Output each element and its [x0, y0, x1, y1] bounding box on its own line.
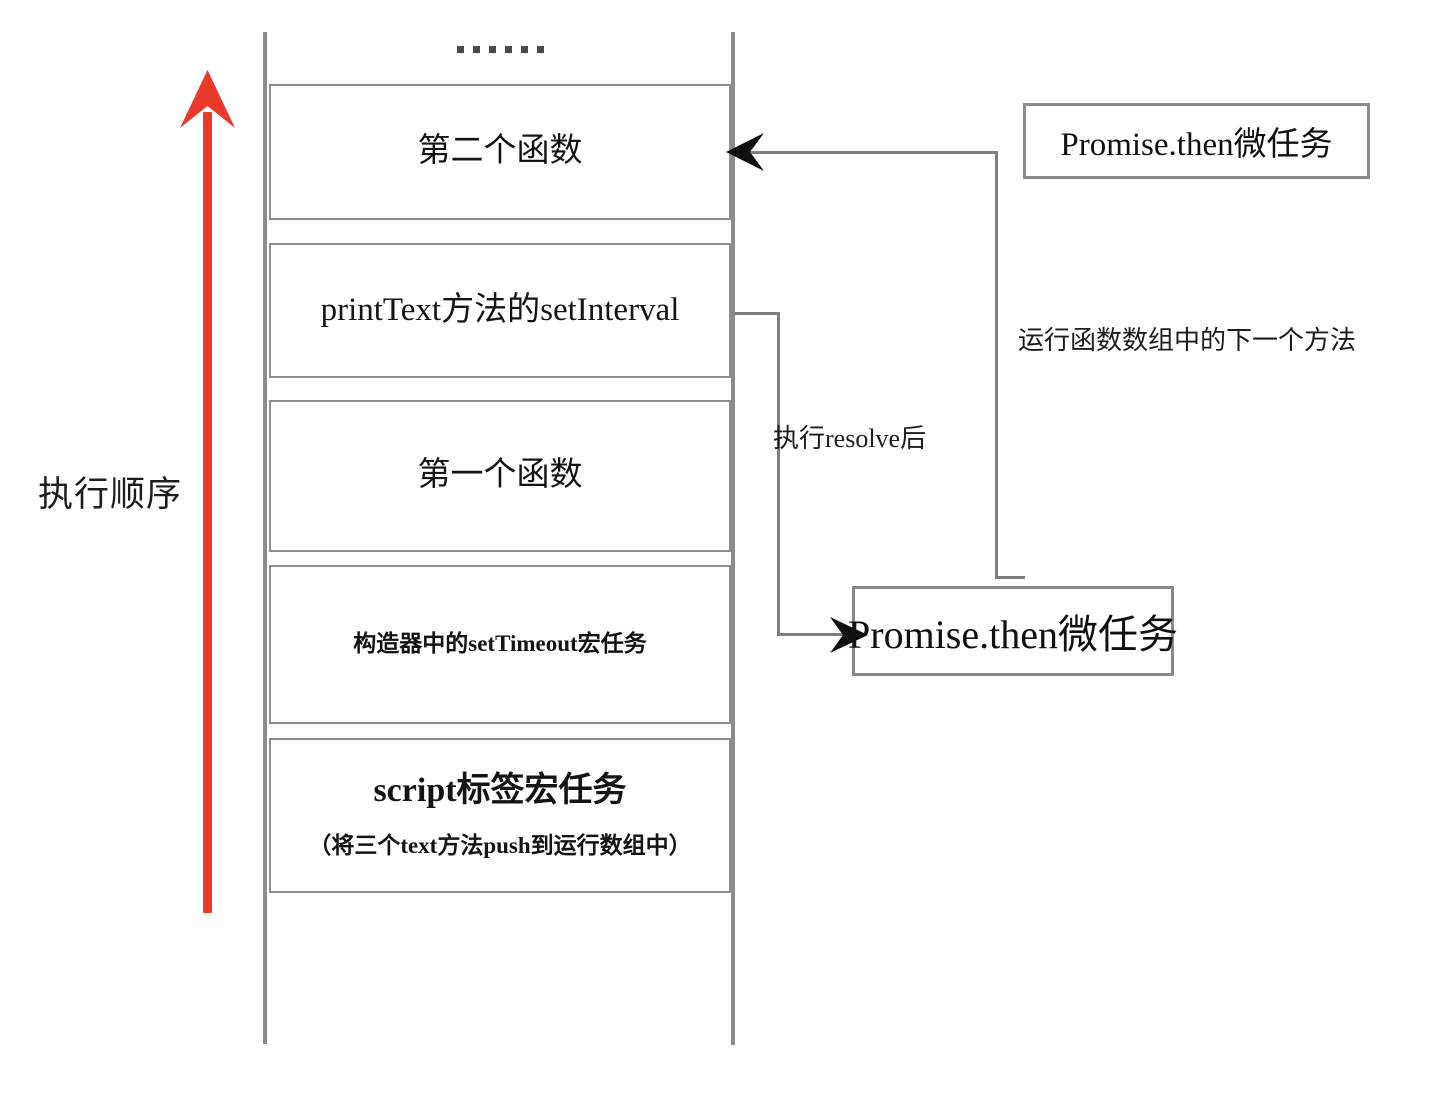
promise-then-microtask-box-top: Promise.then微任务: [1023, 103, 1370, 179]
connector-bottom-vertical: [777, 312, 780, 636]
connector-top-horizontal: [740, 151, 998, 154]
connector-bottom-horizontal-upper: [734, 312, 780, 315]
promise-then-microtask-box-bottom: Promise.then微任务: [848, 586, 1178, 676]
stack-frame-sublabel: （将三个text方法push到运行数组中）: [308, 833, 692, 859]
stack-frame-label: 第二个函数: [417, 133, 583, 170]
stack-frame-print-text-setinterval: printText方法的setInterval: [269, 243, 731, 378]
connector-top-vertical: [995, 151, 998, 579]
stack-frame-label: 构造器中的setTimeout宏任务: [353, 631, 647, 657]
call-stack-right-rail: [731, 32, 735, 1045]
annotation-run-next-method: 运行函数数组中的下一个方法: [1018, 326, 1357, 355]
stack-frame-label: printText方法的setInterval: [320, 291, 680, 328]
call-stack-left-rail: [263, 32, 267, 1044]
connector-top-horizontal-lower: [995, 576, 1025, 579]
execution-order-arrow-shaft: [203, 112, 212, 913]
stack-frame-constructor-settimeout: 构造器中的setTimeout宏任务: [269, 565, 731, 724]
execution-order-label: 执行顺序: [37, 475, 182, 514]
annotation-after-resolve: 执行resolve后: [773, 424, 927, 453]
connector-bottom-horizontal-lower: [777, 633, 849, 636]
arrow-head-into-promise-box-icon: [830, 617, 868, 653]
stack-frame-label: script标签宏任务: [373, 771, 627, 809]
stack-frame-label: 第一个函数: [417, 457, 583, 494]
stack-frame-script-tag-macrotask: script标签宏任务 （将三个text方法push到运行数组中）: [269, 738, 731, 893]
arrow-head-into-stack-icon: [726, 133, 764, 171]
stack-frame-first-function: 第一个函数: [269, 400, 731, 552]
execution-order-arrow-head: [180, 70, 235, 128]
call-stack-ellipsis-dots: [269, 46, 731, 53]
stack-frame-second-function: 第二个函数: [269, 84, 731, 220]
